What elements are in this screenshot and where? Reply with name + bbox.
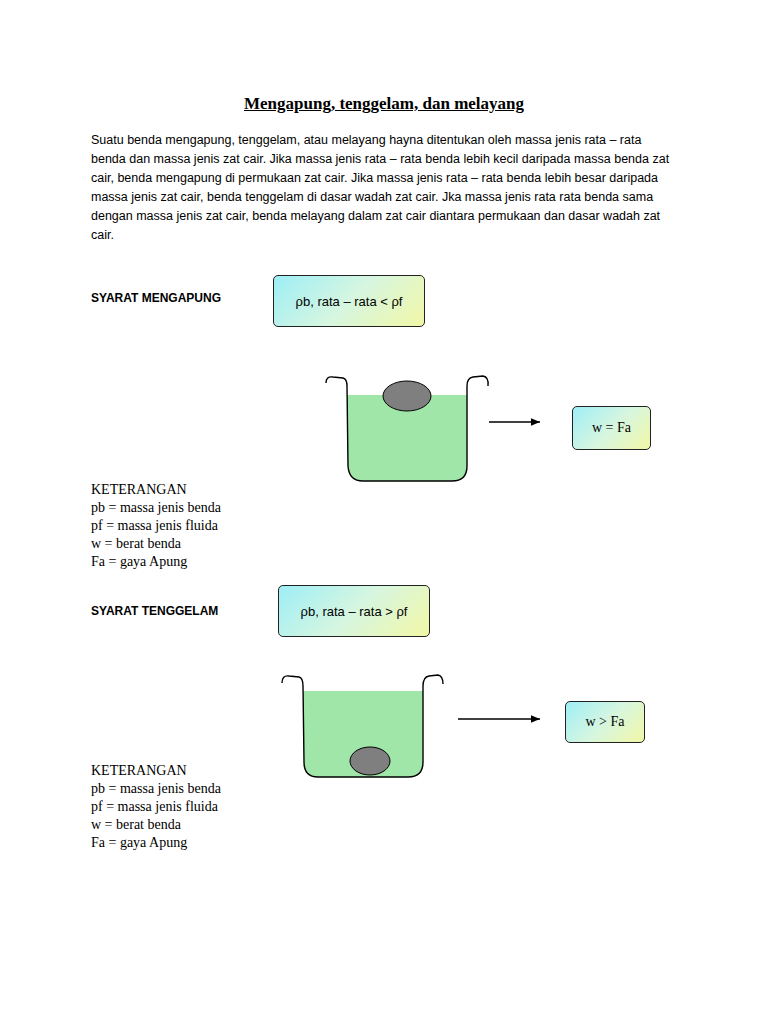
legend-line: Fa = gaya Apung — [91, 553, 187, 571]
condition-box: ρb, rata – rata > ρf — [278, 585, 430, 637]
legend-heading: KETERANGAN — [91, 762, 187, 780]
condition-box: ρb, rata – rata < ρf — [273, 275, 425, 327]
legend-line: w = berat benda — [91, 535, 181, 553]
sinking-container — [282, 675, 443, 777]
legend-heading: KETERANGAN — [91, 481, 187, 499]
box-text: ρb, rata – rata > ρf — [301, 604, 408, 619]
page-title: Mengapung, tenggelam, dan melayang — [244, 94, 524, 114]
floating-container — [326, 376, 488, 481]
leader-arrow — [458, 718, 540, 719]
result-box: w > Fa — [565, 701, 645, 743]
box-text: ρb, rata – rata < ρf — [296, 294, 403, 309]
legend-line: Fa = gaya Apung — [91, 834, 187, 852]
legend-line: pb = massa jenis benda — [91, 499, 221, 517]
box-text: w = Fa — [592, 420, 631, 436]
legend-line: pf = massa jenis fluida — [91, 517, 218, 535]
legend-line: pb = massa jenis benda — [91, 780, 221, 798]
legend-line: pf = massa jenis fluida — [91, 798, 218, 816]
section-heading: SYARAT TENGGELAM — [91, 604, 218, 618]
leader-arrow — [489, 421, 540, 422]
box-text: w > Fa — [585, 714, 624, 730]
intro-paragraph: Suatu benda mengapung, tenggelam, atau m… — [91, 131, 671, 245]
result-box: w = Fa — [572, 406, 651, 450]
section-heading: SYARAT MENGAPUNG — [91, 291, 221, 305]
legend-line: w = berat benda — [91, 816, 181, 834]
